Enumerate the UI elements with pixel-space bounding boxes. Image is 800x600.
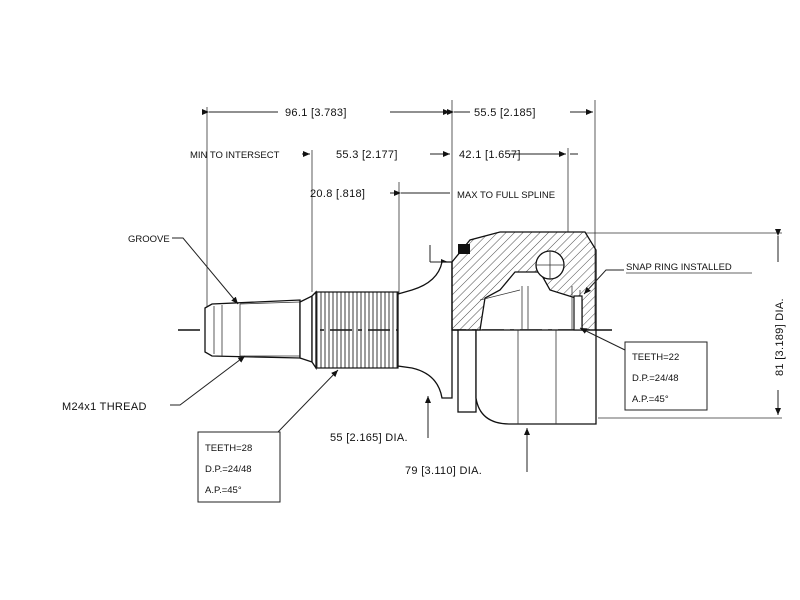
spec-right-teeth: TEETH=22 (632, 352, 679, 363)
dim-housing-diameter: 79 [3.110] DIA. (405, 465, 482, 477)
dimension-texts: 96.1 [3.783] 55.5 [2.185] MIN TO INTERSE… (190, 107, 786, 477)
spec-box-left: TEETH=28 D.P.=24/48 A.P.=45° (197, 431, 281, 503)
spec-box-right: TEETH=22 D.P.=24/48 A.P.=45° (624, 341, 708, 411)
min-to-intersect-label: MIN TO INTERSECT (190, 150, 280, 161)
outer-housing (451, 231, 597, 425)
max-to-full-spline-label: MAX TO FULL SPLINE (457, 190, 555, 201)
spec-left-dp: D.P.=24/48 (205, 464, 252, 475)
spec-left-ap: A.P.=45° (205, 485, 242, 496)
spec-left-teeth: TEETH=28 (205, 443, 252, 454)
groove-label: GROOVE (128, 234, 170, 245)
dim-spline-length: 20.8 [.818] (310, 188, 365, 200)
spec-right-ap: A.P.=45° (632, 394, 669, 405)
stub-shaft (204, 261, 453, 399)
dim-right-offset: 42.1 [1.657] (459, 149, 521, 161)
dim-overall-right: 55.5 [2.185] (474, 107, 536, 119)
dim-outer-diameter: 81 [3.189] DIA. (774, 298, 786, 376)
dim-shaft-diameter: 55 [2.165] DIA. (330, 432, 408, 444)
dim-min-to-intersect: 55.3 [2.177] (336, 149, 398, 161)
callout-leaders (170, 237, 626, 472)
spec-right-dp: D.P.=24/48 (632, 373, 679, 384)
thread-label: M24x1 THREAD (62, 401, 147, 413)
dimension-lines (202, 100, 782, 419)
dim-overall-left: 96.1 [3.783] (285, 107, 347, 119)
seal (458, 244, 470, 254)
snap-ring-label: SNAP RING INSTALLED (626, 262, 732, 273)
snap-ring (573, 295, 583, 331)
